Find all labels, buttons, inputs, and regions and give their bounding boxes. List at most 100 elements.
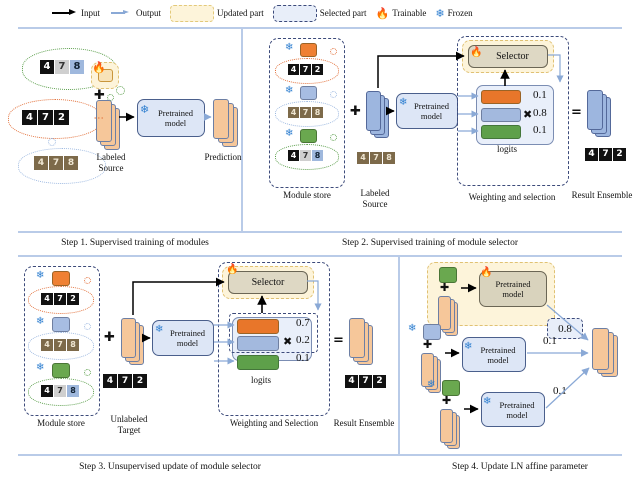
blue-arrow-icon xyxy=(109,9,133,17)
weighting-label-p3: Weighting and Selection xyxy=(229,418,319,428)
cloud-orange-p2 xyxy=(275,58,339,84)
module-store-box-p3 xyxy=(24,266,100,416)
weighting-box-p3 xyxy=(218,262,330,416)
pretrained-model-p3: Pretrained model xyxy=(152,320,214,356)
module-blue-p3 xyxy=(52,317,70,332)
legend-label-trainable: Trainable xyxy=(392,8,427,18)
digits-orange-p1: 4 7 2 xyxy=(22,110,69,125)
module-orange-p2 xyxy=(300,43,317,57)
digit: 7 xyxy=(359,375,372,388)
cloud-green-p3 xyxy=(28,378,94,406)
digit: 4 xyxy=(22,110,37,125)
pretrained-model-p2: Pretrained model xyxy=(396,93,458,129)
digit: 7 xyxy=(54,385,66,397)
selector-p3: Selector xyxy=(228,271,308,294)
weight-value-p3-1: 0.2 xyxy=(296,334,310,346)
digits-blue-p3: 4 7 8 xyxy=(41,339,79,351)
plus-icon-p2: ✚ xyxy=(350,104,361,119)
label-line: Target xyxy=(117,425,141,435)
plus-icon-p1: ✚ xyxy=(94,88,105,103)
digit: 4 xyxy=(345,375,358,388)
sheet xyxy=(587,90,603,130)
legend: Input Output Updated part Selected part … xyxy=(52,2,473,24)
snowflake-icon: ❄ xyxy=(285,85,294,96)
digit: 2 xyxy=(54,110,69,125)
sheet xyxy=(366,91,381,131)
digits-green-p2: 4 7 8 xyxy=(288,150,323,161)
digit: 4 xyxy=(288,64,299,75)
snowflake-icon: ❄ xyxy=(36,270,45,281)
digit: 8 xyxy=(70,60,84,74)
caption-step3: Step 3. Unsupervised update of module se… xyxy=(79,462,261,472)
caption-step1: Step 1. Supervised training of modules xyxy=(61,238,209,248)
digit: 4 xyxy=(41,385,53,397)
weight-value-b3-p4: 0.1 xyxy=(553,385,567,397)
digit: 7 xyxy=(599,148,612,161)
weight-value-p3-0: 0.7 xyxy=(296,317,310,329)
sheet xyxy=(438,296,451,330)
digit: 7 xyxy=(55,60,69,74)
model-label-line: Pretrained xyxy=(170,328,205,338)
digit: 7 xyxy=(54,339,66,351)
module-store-label-p2: Module store xyxy=(283,190,331,200)
snowflake-icon: ❄ xyxy=(408,323,417,334)
yellow-dashed-box-icon xyxy=(170,4,215,22)
digit: 8 xyxy=(312,107,323,118)
pretrained-model-p1: Pretrained model xyxy=(137,99,205,137)
labeled-source-label-p1: Labeled Source xyxy=(78,152,144,174)
selector-p2: Selector xyxy=(468,45,548,68)
digit: 7 xyxy=(38,110,53,125)
snowflake-icon: ❄ xyxy=(155,324,164,335)
sheet xyxy=(421,353,434,387)
snowflake-icon: ❄ xyxy=(464,341,473,352)
snowflake-icon: ❄ xyxy=(427,379,436,390)
cloud-bubble xyxy=(84,277,91,284)
module-store-box-p2 xyxy=(269,38,345,188)
divider-top xyxy=(18,27,622,29)
digit: 2 xyxy=(133,374,147,388)
snowflake-icon: ❄ xyxy=(36,362,45,373)
digits-orange-p2: 4 7 2 xyxy=(288,64,323,75)
input-digits-p2: 4 7 8 xyxy=(357,152,395,164)
module-store-label-p3: Module store xyxy=(37,418,85,428)
module-orange-p3 xyxy=(52,271,70,286)
digit: 4 xyxy=(288,150,299,161)
legend-item-output: Output xyxy=(109,8,161,18)
digit: 7 xyxy=(49,156,63,170)
logit-bar-orange-p2 xyxy=(481,90,521,104)
cloud-bubble xyxy=(116,86,125,95)
digit: 4 xyxy=(41,339,53,351)
result-digits-p3: 4 7 2 xyxy=(345,375,386,388)
digit: 8 xyxy=(383,152,395,164)
logit-bar-green-p2 xyxy=(481,125,521,139)
cloud-bubble xyxy=(84,323,91,330)
labeled-source-label-p2: Labeled Source xyxy=(342,188,408,210)
digit: 7 xyxy=(300,150,311,161)
flame-icon: 🔥 xyxy=(480,267,493,278)
model-label-line: model xyxy=(164,118,187,128)
model-label-line: model xyxy=(420,111,443,121)
sheet xyxy=(96,100,112,142)
module-green-b3-p4 xyxy=(442,380,460,396)
plus-icon-b3-p4: ✚ xyxy=(442,394,452,407)
legend-label-frozen: Frozen xyxy=(447,8,473,18)
legend-label-input: Input xyxy=(81,8,100,18)
result-ensemble-label-p3: Result Ensemble xyxy=(333,418,395,428)
digit: 4 xyxy=(288,107,299,118)
legend-item-updated: Updated part xyxy=(170,4,264,22)
sheet xyxy=(349,318,365,358)
cloud-bubble xyxy=(330,134,337,141)
arrow-to-selector-p3 xyxy=(132,277,225,315)
divider-middle xyxy=(18,231,622,233)
module-green-p3 xyxy=(52,363,70,378)
label-line: Labeled xyxy=(96,152,126,162)
digit: 7 xyxy=(300,107,311,118)
digit: 4 xyxy=(357,152,369,164)
legend-label-selected: Selected part xyxy=(319,8,367,18)
logit-bar-green-p3 xyxy=(237,355,279,370)
model-label-line: Pretrained xyxy=(158,108,193,118)
cloud-bubble xyxy=(330,48,337,55)
pretrained-model-b3-p4: Pretrained model xyxy=(481,392,545,427)
cloud-blue-p2 xyxy=(275,101,339,127)
